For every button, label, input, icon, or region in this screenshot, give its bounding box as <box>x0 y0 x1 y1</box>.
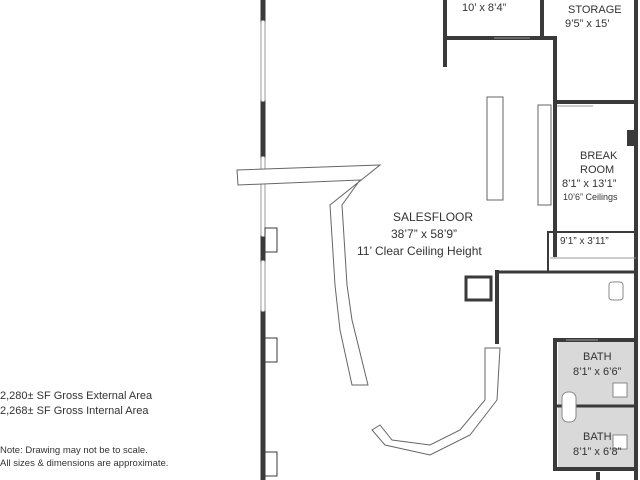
bath-2-name: BATH <box>583 431 612 443</box>
walls <box>260 0 638 480</box>
salesfloor-ceiling: 11’ Clear Ceiling Height <box>357 244 482 258</box>
gross-external-area: 2,280± SF Gross External Area <box>0 390 153 402</box>
display-counters <box>236 96 552 456</box>
room-top-dims: 10’ x 8’4” <box>462 2 507 14</box>
salesfloor-name: SALESFLOOR <box>393 210 474 224</box>
storage-name: STORAGE <box>568 4 622 16</box>
doors <box>494 37 636 341</box>
break-room-dims: 8’1” x 13’1” <box>562 178 617 190</box>
note-scale: Note: Drawing may not be to scale. <box>0 445 148 456</box>
gross-internal-area: 2,268± SF Gross Internal Area <box>0 405 149 417</box>
salesfloor-dims: 38’7” x 58’9” <box>391 227 458 241</box>
note-approx: All sizes & dimensions are approximate. <box>0 458 169 469</box>
bath-fixtures <box>561 281 628 450</box>
closet-dims: 9’1” x 3’11” <box>560 236 609 247</box>
break-room-ceiling: 10’6” Ceilings <box>563 192 618 202</box>
bath-2-dims: 8’1” x 6’8” <box>573 446 622 458</box>
bath-1-dims: 8’1” x 6’6” <box>573 366 622 378</box>
storage-dims: 9’5” x 15’ <box>565 18 610 30</box>
break-room-name-1: BREAK <box>580 150 618 162</box>
break-room-name-2: ROOM <box>580 164 615 176</box>
bath-1-name: BATH <box>583 351 612 363</box>
